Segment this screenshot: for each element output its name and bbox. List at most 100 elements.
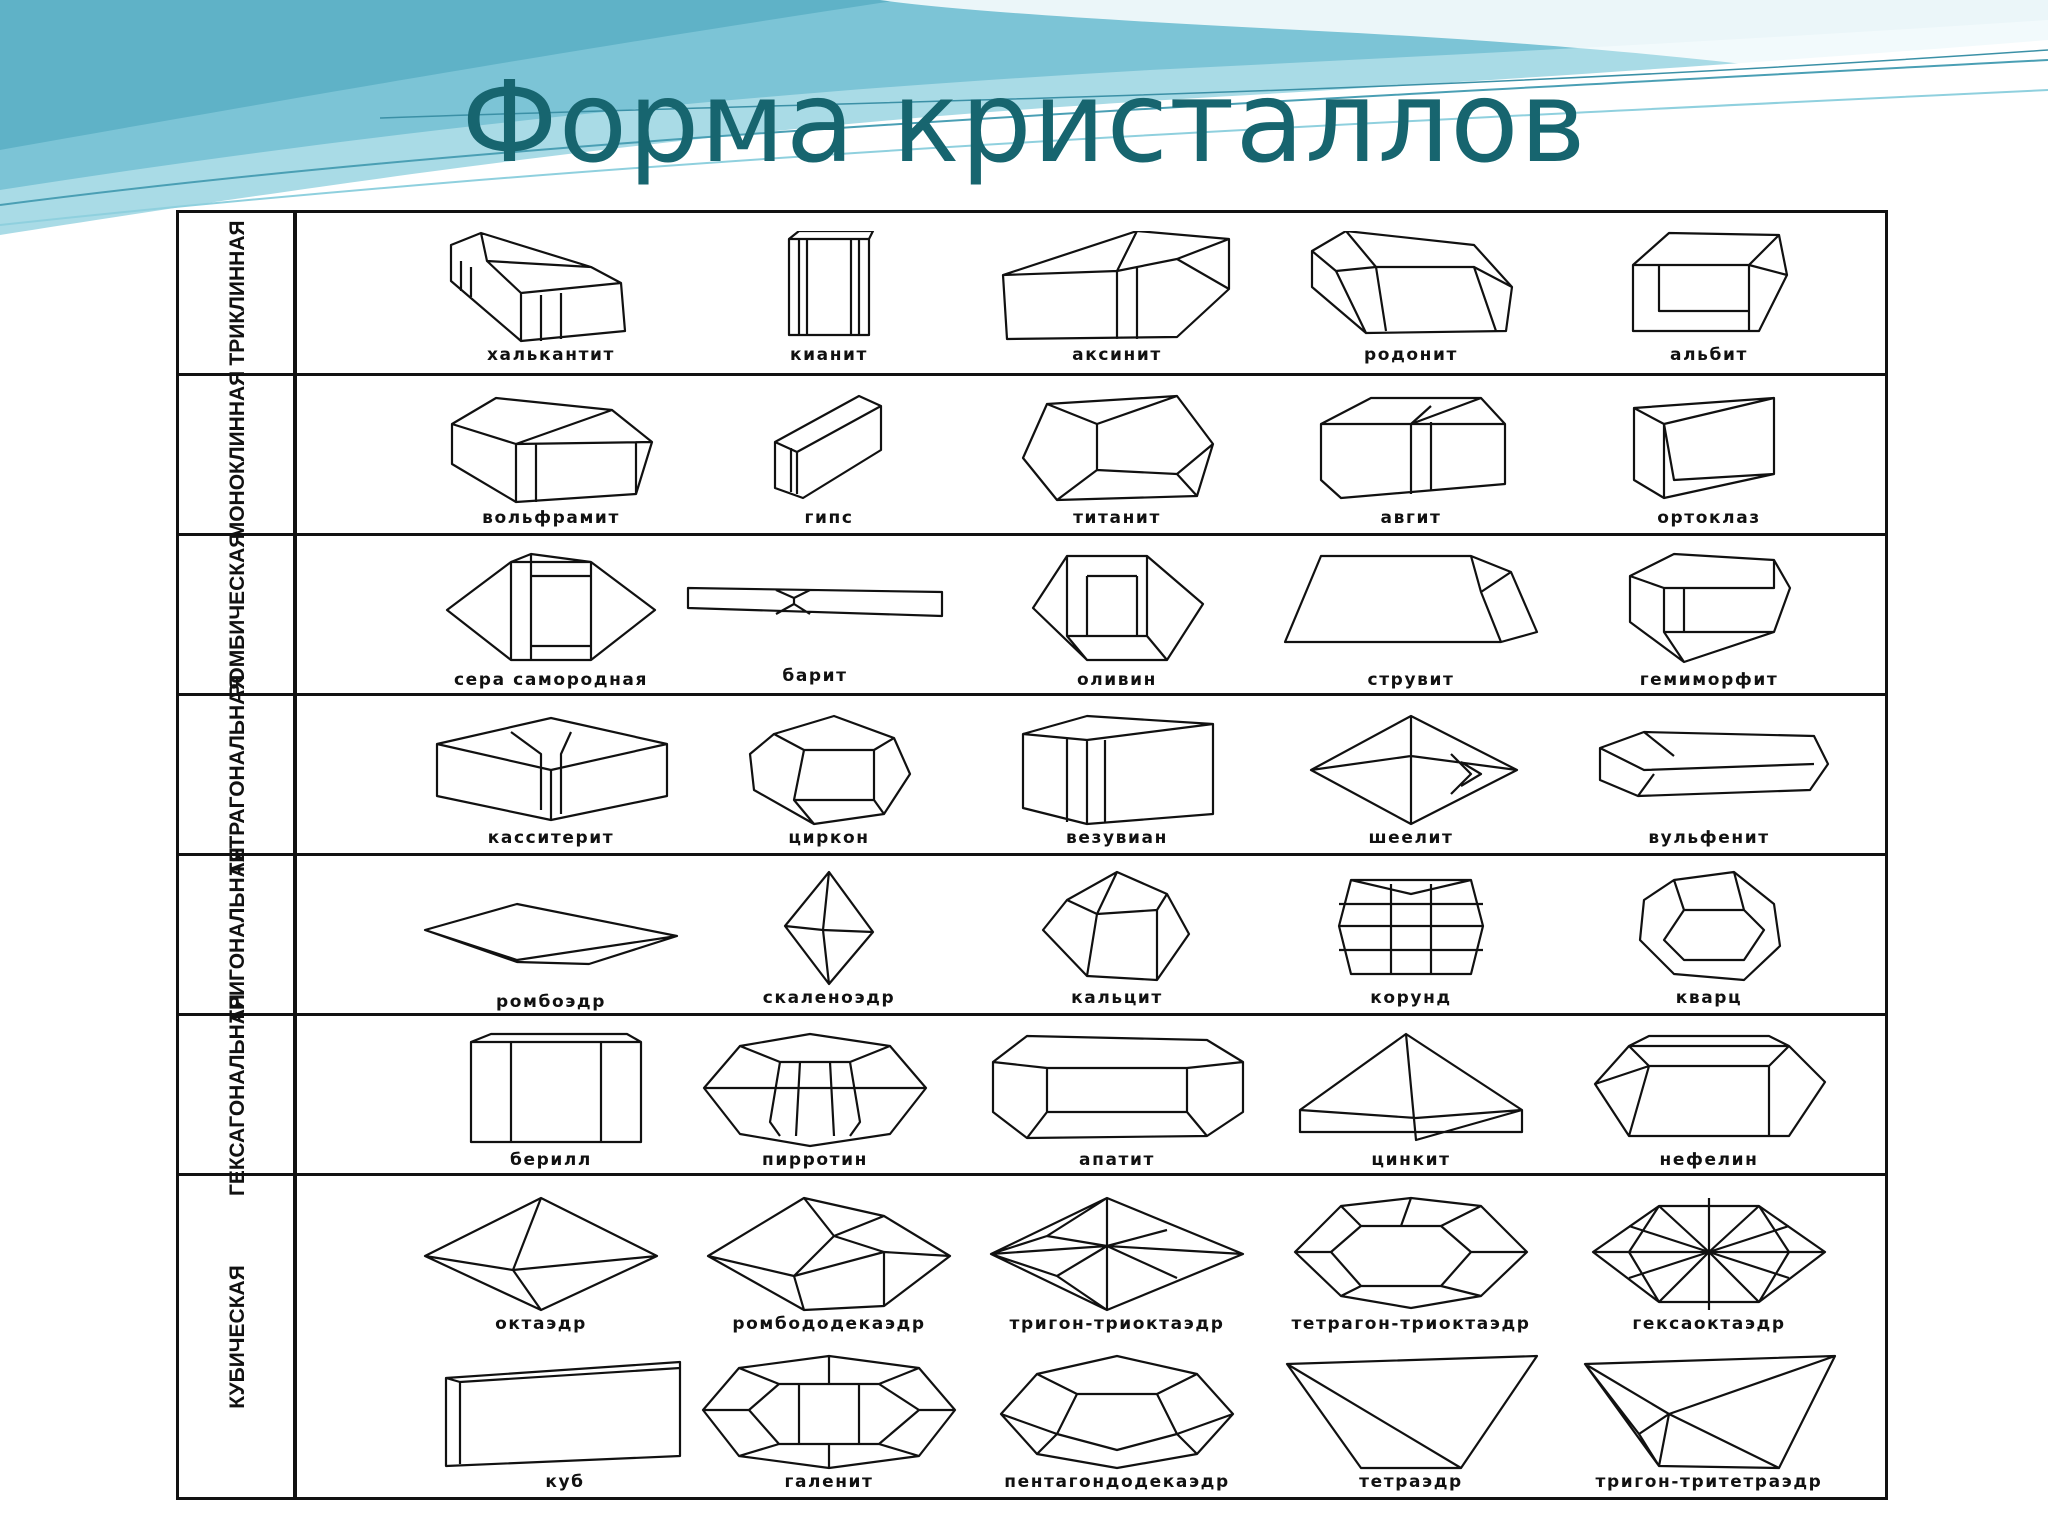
crystal-item: родонит xyxy=(1261,231,1561,365)
crystal-name: тетрагон-триоктаэдр xyxy=(1291,1314,1531,1334)
system-row-monoclinic: МОНОКЛИННАЯ вольфрамит гипс титанит авги… xyxy=(179,370,1885,539)
crystal-item: пентагондодекаэдр xyxy=(967,1354,1267,1492)
crystal-name: пентагондодекаэдр xyxy=(1004,1472,1230,1492)
crystal-drawing xyxy=(748,714,912,826)
crystal-drawing xyxy=(783,870,875,986)
crystal-drawing xyxy=(989,1196,1245,1312)
crystal-drawing xyxy=(469,1032,643,1144)
system-row-hexagonal: ГЕКСАГОНАЛЬНАЯ берилл пирротин апатит ци… xyxy=(179,993,1885,1196)
crystal-item: куб xyxy=(415,1360,715,1492)
crystal-name: тетраэдр xyxy=(1359,1472,1463,1492)
crystal-drawing xyxy=(1001,231,1231,341)
crystal-drawing xyxy=(1031,554,1205,662)
page-title: Форма кристаллов xyxy=(461,58,1587,188)
crystal-drawing xyxy=(1021,394,1215,502)
crystal-drawing xyxy=(686,586,944,618)
crystal-drawing xyxy=(1041,870,1191,982)
crystal-item: гексаоктаэдр xyxy=(1559,1196,1859,1334)
crystal-item: вольфрамит xyxy=(401,394,701,528)
crystal-item: тригон-тритетраэдр xyxy=(1559,1354,1859,1492)
crystal-name: ромбододекаэдр xyxy=(732,1314,926,1334)
crystal-name: гемиморфит xyxy=(1639,670,1779,690)
system-label-cell: ТРИГОНАЛЬНАЯ xyxy=(179,847,297,1022)
crystal-item: берилл xyxy=(401,1032,701,1170)
crystal-drawing xyxy=(991,1034,1245,1140)
system-label-cell: ТЕТРАГОНАЛЬНАЯ xyxy=(179,674,297,875)
crystal-drawing xyxy=(702,1032,928,1148)
crystal-item: тригон-триоктаэдр xyxy=(967,1196,1267,1334)
crystal-name: гипс xyxy=(804,508,854,528)
crystal-item: кальцит xyxy=(967,870,1267,1008)
crystal-item: галенит xyxy=(679,1354,979,1492)
crystal-name: оливин xyxy=(1076,670,1158,690)
system-row-tetragonal: ТЕТРАГОНАЛЬНАЯ касситерит циркон везувиа… xyxy=(179,674,1885,875)
crystal-item: гипс xyxy=(679,394,979,528)
crystal-drawing xyxy=(1638,870,1782,982)
system-label: ТЕТРАГОНАЛЬНАЯ xyxy=(226,674,249,875)
system-row-rhombic: РОМБИЧЕСКАЯ сера самородная барит оливин… xyxy=(179,532,1885,697)
crystal-name: циркон xyxy=(788,828,870,848)
system-row-trigonal: ТРИГОНАЛЬНАЯ ромбоэдр скаленоэдр кальцит… xyxy=(179,847,1885,1022)
crystal-drawing xyxy=(1632,396,1776,500)
system-label-cell: РОМБИЧЕСКАЯ xyxy=(179,532,297,697)
crystal-drawing xyxy=(1337,878,1485,976)
crystal-drawing xyxy=(999,1354,1235,1470)
system-label-cell: ГЕКСАГОНАЛЬНАЯ xyxy=(179,993,297,1196)
crystal-name: тригон-тритетраэдр xyxy=(1595,1472,1823,1492)
crystal-drawing xyxy=(1298,1032,1524,1142)
crystal-drawing xyxy=(423,902,679,966)
crystal-name: галенит xyxy=(784,1472,874,1492)
crystal-item: ортоклаз xyxy=(1559,394,1859,528)
crystal-name: кварц xyxy=(1675,988,1743,1008)
crystal-item: струвит xyxy=(1261,552,1561,690)
crystal-item: барит xyxy=(665,582,965,686)
crystal-item: титанит xyxy=(967,394,1267,528)
system-label: РОМБИЧЕСКАЯ xyxy=(226,532,249,697)
crystal-item: касситерит xyxy=(401,714,701,848)
crystal-item: циркон xyxy=(679,714,979,848)
crystal-item: апатит xyxy=(967,1032,1267,1170)
crystal-drawing xyxy=(773,394,883,500)
crystal-drawing xyxy=(1598,730,1830,798)
crystal-name: нефелин xyxy=(1659,1150,1759,1170)
crystal-name: касситерит xyxy=(487,828,615,848)
crystal-name: ортоклаз xyxy=(1657,508,1761,528)
crystal-drawing xyxy=(450,396,654,504)
crystal-item: ромбоэдр xyxy=(401,902,701,1012)
crystal-drawing xyxy=(444,1360,682,1468)
crystal-name: вольфрамит xyxy=(482,508,620,528)
crystal-item: халькантит xyxy=(401,231,701,365)
crystal-drawing xyxy=(1583,1354,1837,1470)
crystal-drawing xyxy=(449,231,627,343)
crystal-name: везувиан xyxy=(1066,828,1168,848)
crystal-name: шеелит xyxy=(1368,828,1454,848)
crystal-item: ромбододекаэдр xyxy=(679,1196,979,1334)
crystal-name: пирротин xyxy=(762,1150,868,1170)
crystal-drawing xyxy=(1293,1196,1529,1310)
crystal-name: гексаоктаэдр xyxy=(1632,1314,1786,1334)
system-label-cell: ТРИКЛИННАЯ xyxy=(179,213,297,373)
system-label-cell: МОНОКЛИННАЯ xyxy=(179,370,297,539)
crystal-item: скаленоэдр xyxy=(679,870,979,1008)
crystal-item: цинкит xyxy=(1261,1032,1561,1170)
crystal-name: корунд xyxy=(1370,988,1452,1008)
crystal-name: халькантит xyxy=(486,345,615,365)
crystal-drawing xyxy=(435,716,669,822)
crystal-drawing xyxy=(787,231,875,337)
crystal-name: куб xyxy=(545,1472,585,1492)
system-label: МОНОКЛИННАЯ xyxy=(226,370,249,539)
crystal-name: октаэдр xyxy=(495,1314,587,1334)
system-label: ГЕКСАГОНАЛЬНАЯ xyxy=(226,993,249,1196)
crystal-item: альбит xyxy=(1559,231,1859,365)
crystal-drawing xyxy=(1283,554,1539,644)
system-label: КУБИЧЕСКАЯ xyxy=(226,1264,249,1409)
crystal-name: барит xyxy=(782,666,848,686)
crystal-name: кианит xyxy=(789,345,869,365)
system-row-triclinic: ТРИКЛИННАЯ халькантит кианит аксинит род… xyxy=(179,213,1885,376)
crystal-name: ромбоэдр xyxy=(495,992,607,1012)
crystal-item: авгит xyxy=(1261,394,1561,528)
crystal-name: аксинит xyxy=(1072,345,1162,365)
crystal-drawing xyxy=(706,1196,952,1312)
crystal-name: цинкит xyxy=(1371,1150,1451,1170)
crystal-name: авгит xyxy=(1380,508,1442,528)
